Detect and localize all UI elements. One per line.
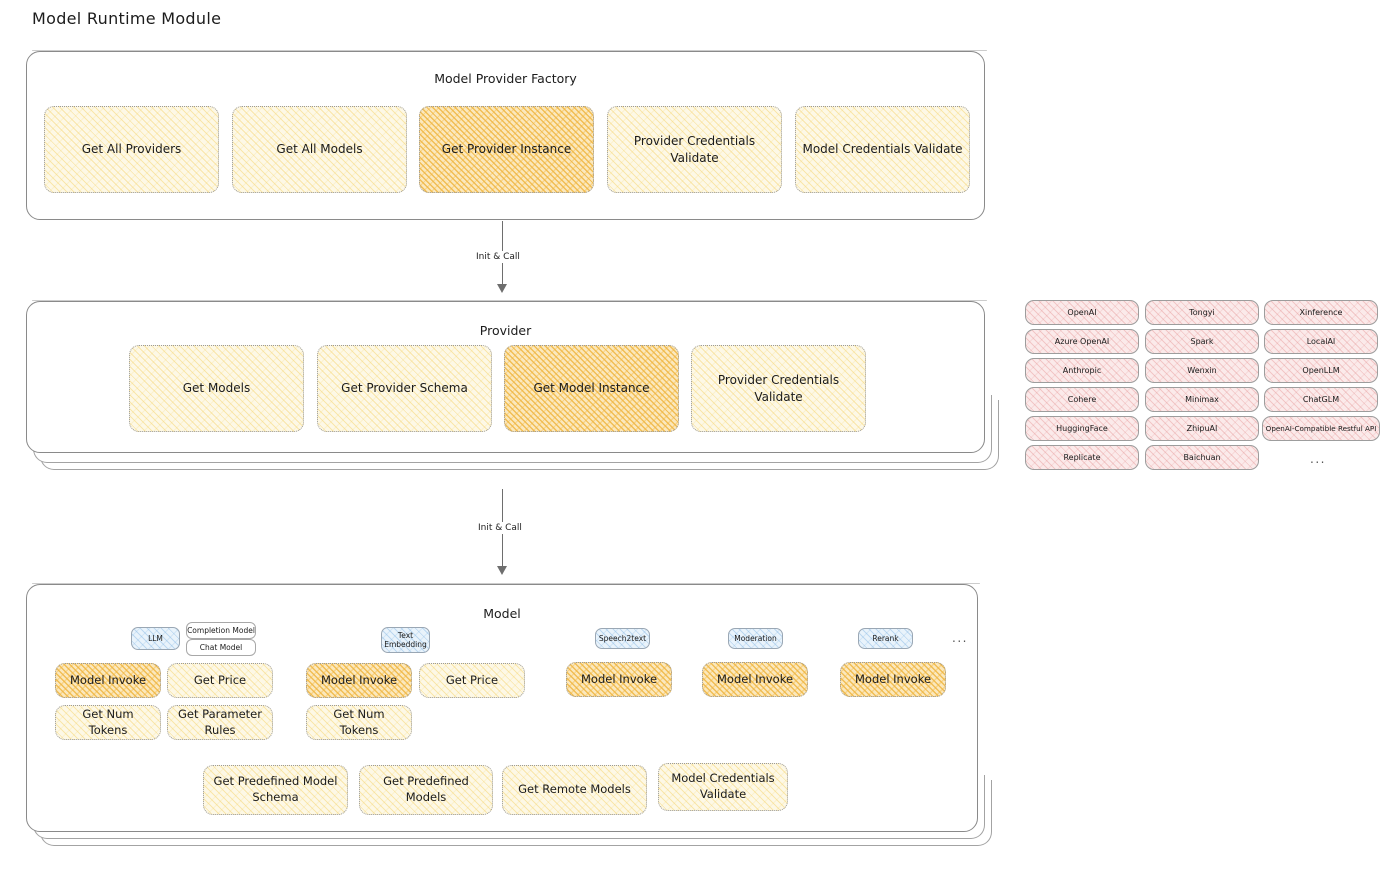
node-model-credentials-validate[interactable]: Model Credentials Validate bbox=[795, 106, 970, 193]
provider-title: Provider bbox=[479, 323, 532, 338]
node-get-models[interactable]: Get Models bbox=[129, 345, 304, 432]
node-text-embedding-model-invoke[interactable]: Model Invoke bbox=[306, 663, 412, 698]
model-type-badge-speech2text[interactable]: Speech2text bbox=[595, 628, 650, 649]
node-get-remote-models[interactable]: Get Remote Models bbox=[502, 765, 647, 815]
node-llm-model-invoke[interactable]: Model Invoke bbox=[55, 663, 161, 698]
model-type-badge-text-embedding[interactable]: Text Embedding bbox=[381, 627, 430, 653]
model-subbadge-completion-model[interactable]: Completion Model bbox=[186, 622, 256, 639]
provider-chip-openllm[interactable]: OpenLLM bbox=[1264, 358, 1378, 383]
node-provider-credentials-validate[interactable]: Provider Credentials Validate bbox=[607, 106, 782, 193]
node-get-predefined-model-schema[interactable]: Get Predefined Model Schema bbox=[203, 765, 348, 815]
node-text-embedding-get-num-tokens[interactable]: Get Num Tokens bbox=[306, 705, 412, 740]
node-rerank-model-invoke[interactable]: Model Invoke bbox=[840, 662, 946, 697]
node-get-provider-instance[interactable]: Get Provider Instance bbox=[419, 106, 594, 193]
provider-list-ellipsis: ... bbox=[1310, 452, 1326, 466]
provider-chip-tongyi[interactable]: Tongyi bbox=[1145, 300, 1259, 325]
node-llm-get-parameter-rules[interactable]: Get Parameter Rules bbox=[167, 705, 273, 740]
provider-chip-cohere[interactable]: Cohere bbox=[1025, 387, 1139, 412]
provider-chip-wenxin[interactable]: Wenxin bbox=[1145, 358, 1259, 383]
arrow-factory-to-provider-head bbox=[497, 284, 507, 293]
node-model-credentials-validate-2[interactable]: Model Credentials Validate bbox=[658, 763, 788, 811]
page-title: Model Runtime Module bbox=[32, 9, 222, 28]
provider-chip-xinference[interactable]: Xinference bbox=[1264, 300, 1378, 325]
provider-chip-openai-compatible-restful-api[interactable]: OpenAI-Compatible Restful API bbox=[1262, 416, 1380, 441]
provider-chip-minimax[interactable]: Minimax bbox=[1145, 387, 1259, 412]
model-types-ellipsis: ... bbox=[952, 631, 968, 645]
provider-chip-replicate[interactable]: Replicate bbox=[1025, 445, 1139, 470]
provider-chip-anthropic[interactable]: Anthropic bbox=[1025, 358, 1139, 383]
node-llm-get-num-tokens[interactable]: Get Num Tokens bbox=[55, 705, 161, 740]
node-llm-get-price[interactable]: Get Price bbox=[167, 663, 273, 698]
model-subbadge-chat-model[interactable]: Chat Model bbox=[186, 639, 256, 656]
provider-chip-zhipuai[interactable]: ZhipuAI bbox=[1145, 416, 1259, 441]
arrow-label-init-call-1: Init & Call bbox=[472, 251, 524, 263]
model-title: Model bbox=[483, 606, 521, 621]
node-speech2text-model-invoke[interactable]: Model Invoke bbox=[566, 662, 672, 697]
provider-chip-huggingface[interactable]: HuggingFace bbox=[1025, 416, 1139, 441]
model-type-badge-llm[interactable]: LLM bbox=[131, 627, 180, 650]
node-text-embedding-get-price[interactable]: Get Price bbox=[419, 663, 525, 698]
node-get-all-providers[interactable]: Get All Providers bbox=[44, 106, 219, 193]
arrow-label-init-call-2: Init & Call bbox=[474, 522, 526, 534]
arrow-provider-to-model-head bbox=[497, 566, 507, 575]
model-type-badge-rerank[interactable]: Rerank bbox=[858, 628, 913, 649]
node-moderation-model-invoke[interactable]: Model Invoke bbox=[702, 662, 808, 697]
node-get-provider-schema[interactable]: Get Provider Schema bbox=[317, 345, 492, 432]
provider-chip-baichuan[interactable]: Baichuan bbox=[1145, 445, 1259, 470]
factory-title: Model Provider Factory bbox=[434, 71, 577, 86]
provider-chip-openai[interactable]: OpenAI bbox=[1025, 300, 1139, 325]
node-get-all-models[interactable]: Get All Models bbox=[232, 106, 407, 193]
node-provider-credentials-validate-2[interactable]: Provider Credentials Validate bbox=[691, 345, 866, 432]
provider-chip-chatglm[interactable]: ChatGLM bbox=[1264, 387, 1378, 412]
provider-chip-azure-openai[interactable]: Azure OpenAI bbox=[1025, 329, 1139, 354]
node-get-model-instance[interactable]: Get Model Instance bbox=[504, 345, 679, 432]
node-get-predefined-models[interactable]: Get Predefined Models bbox=[359, 765, 493, 815]
provider-chip-spark[interactable]: Spark bbox=[1145, 329, 1259, 354]
provider-chip-localai[interactable]: LocalAI bbox=[1264, 329, 1378, 354]
model-type-badge-moderation[interactable]: Moderation bbox=[728, 628, 783, 649]
